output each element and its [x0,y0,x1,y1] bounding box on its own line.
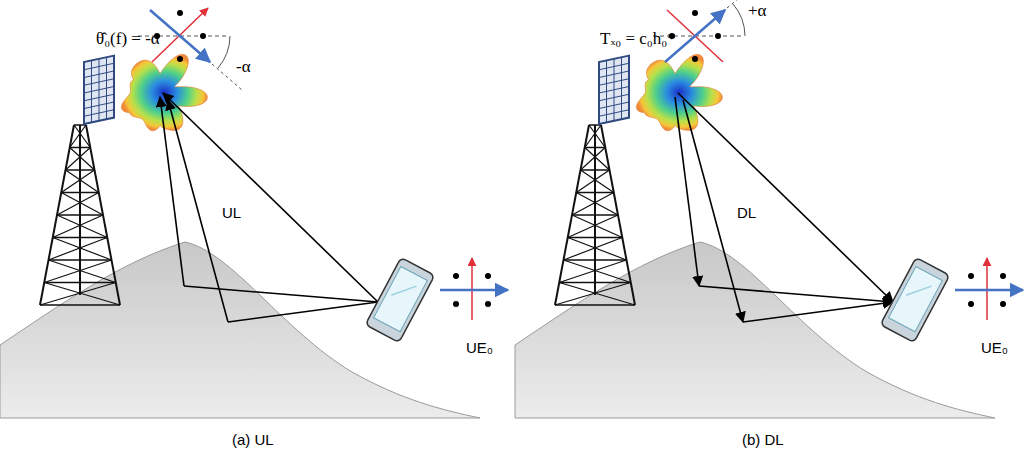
angle-label: -α [236,58,251,77]
ue-label: UE₀ [981,340,1008,357]
formula-label: Tₓ₀ = c₀h₀* [600,30,676,49]
panel-caption: (a) UL [232,432,274,449]
ue-label: UE₀ [466,340,493,357]
angle-label: +α [748,2,767,21]
link-label: UL [222,205,241,222]
formula-label: θ̂₀(f) = -α [96,30,160,49]
link-label: DL [737,205,756,222]
panel-caption: (b) DL [742,432,784,449]
